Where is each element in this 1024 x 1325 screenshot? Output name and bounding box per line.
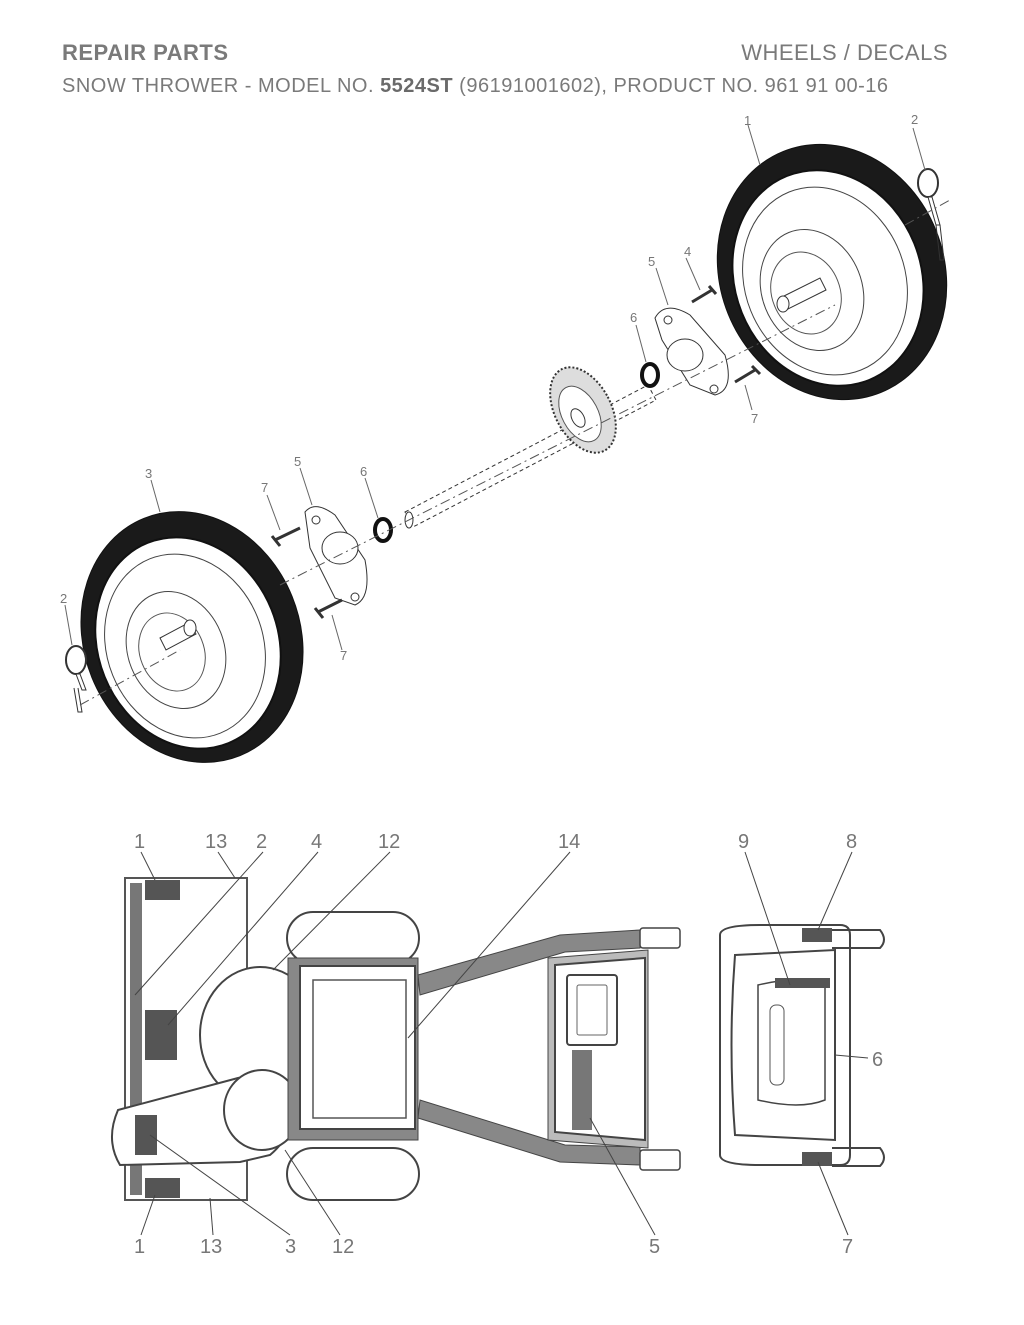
washer-right: [640, 362, 660, 388]
bearing-plate-right: [654, 307, 729, 396]
callout-bottom-1: 1: [134, 1236, 145, 1258]
callout-pin-right: 2: [911, 112, 918, 127]
callout-bolt-left-lower: 7: [340, 648, 347, 663]
bolt-left-lower: [313, 598, 343, 619]
pin-left: [65, 645, 87, 713]
model-subtitle: SNOW THROWER - MODEL NO. 5524ST (9619100…: [62, 75, 889, 98]
callout-bolt-top: 4: [684, 244, 691, 259]
bolt-left-upper: [270, 526, 301, 547]
callout-bottom-5: 5: [649, 1236, 660, 1258]
callout-top-8: 8: [846, 831, 857, 853]
callout-bottom-12: 12: [332, 1236, 354, 1258]
callout-top-9: 9: [738, 831, 749, 853]
wheel-left: [80, 511, 304, 763]
callout-wheel-left: 3: [145, 466, 152, 481]
callout-top-14: 14: [558, 831, 580, 853]
washer-left: [373, 517, 393, 543]
callout-bottom-3: 3: [285, 1236, 296, 1258]
bolt-right-lower: [734, 364, 762, 384]
wheels-callout-numbers: 1 2 3 4 5 6 7 7 5 6 2 7: [60, 112, 918, 663]
model-number: 5524ST: [380, 75, 454, 97]
axle-gear: [549, 366, 617, 454]
callout-washer-left: 6: [360, 464, 367, 479]
callout-washer-right: 6: [630, 310, 637, 325]
decals-top-view: [111, 851, 885, 1236]
wheel-right: [716, 143, 948, 401]
callout-top-12: 12: [378, 831, 400, 853]
wheels-exploded-view: [64, 124, 951, 763]
callout-pin-left: 2: [60, 591, 67, 606]
callout-side-6: 6: [872, 1049, 883, 1071]
bolt-top: [691, 285, 718, 304]
callout-top-2: 2: [256, 831, 267, 853]
subtitle-prefix: SNOW THROWER - MODEL NO.: [62, 75, 381, 97]
callout-bottom-13: 13: [200, 1236, 222, 1258]
callout-bolt-left-upper: 7: [261, 480, 268, 495]
callout-wheel-right: 1: [744, 113, 751, 128]
callout-top-1: 1: [134, 831, 145, 853]
callout-bolt-right-lower: 7: [751, 411, 758, 426]
callout-plate-right: 5: [648, 254, 655, 269]
bearing-plate-left: [304, 506, 368, 606]
pin-right: [917, 168, 945, 261]
callout-top-13: 13: [205, 831, 227, 853]
callout-bottom-7: 7: [842, 1236, 853, 1258]
callout-top-4: 4: [311, 831, 322, 853]
subtitle-suffix: (96191001602), PRODUCT NO. 961 91 00-16: [453, 75, 889, 97]
callout-plate-left: 5: [294, 454, 301, 469]
decals-callout-numbers: 1 13 2 4 12 14 9 8 6 1 13 3 12 5 7: [134, 831, 883, 1258]
section-title: REPAIR PARTS: [62, 40, 229, 65]
axle: [404, 384, 657, 529]
topic-title: WHEELS / DECALS: [741, 40, 948, 65]
